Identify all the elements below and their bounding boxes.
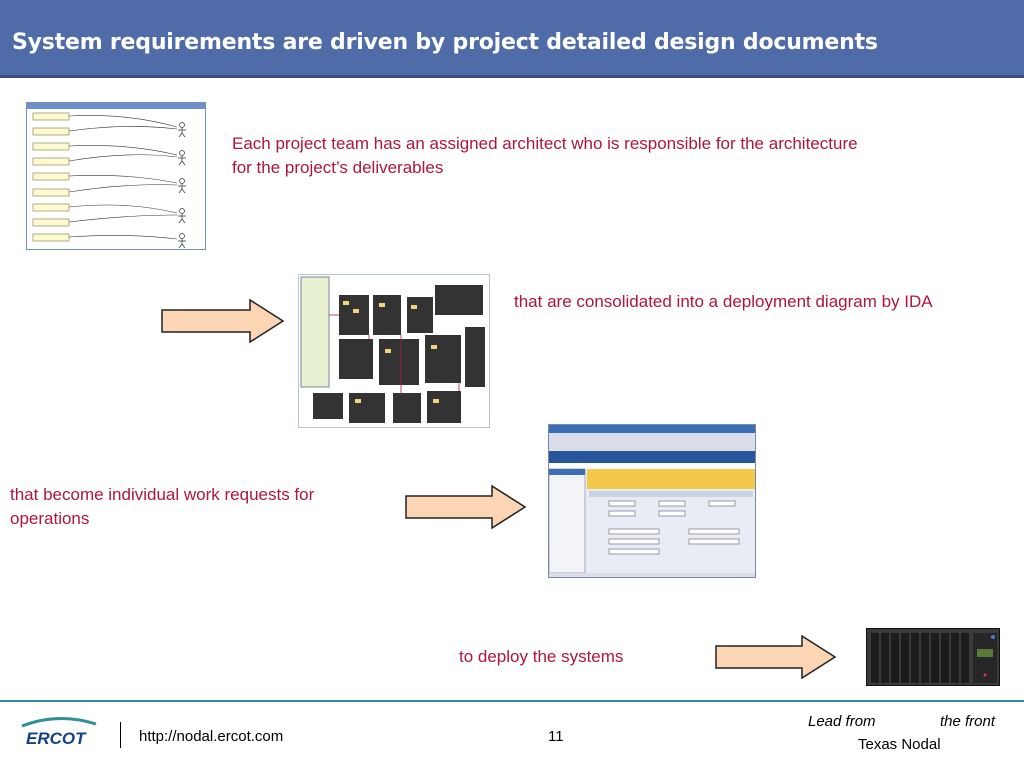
server-photo-thumbnail <box>866 628 1000 686</box>
step-2-arrow <box>161 298 285 344</box>
page-number: 11 <box>548 728 564 745</box>
footer-url[interactable]: http://nodal.ercot.com <box>139 728 284 745</box>
ercot-logo: ERCOT <box>21 716 97 748</box>
step-4-caption: to deploy the systems <box>459 647 624 666</box>
step-1-caption: Each project team has an assigned archit… <box>232 134 858 177</box>
step-3-arrow <box>405 484 527 530</box>
footer-rule <box>0 700 1024 702</box>
slide-title: System requirements are driven by projec… <box>12 30 878 55</box>
deployment-diagram-thumbnail <box>298 274 490 428</box>
step-4-arrow <box>715 634 837 680</box>
step-3-caption: that become individual work requests for… <box>10 485 315 528</box>
server-rack-image <box>867 629 999 685</box>
architect-diagram-thumbnail <box>26 102 206 250</box>
architect-diagram-image <box>27 103 205 249</box>
work-request-screenshot-thumbnail <box>548 424 756 578</box>
title-bar: System requirements are driven by projec… <box>0 0 1024 78</box>
tagline-right: the front <box>940 713 996 730</box>
deployment-diagram-image <box>300 276 485 423</box>
tagline-left: Lead from <box>808 713 876 730</box>
logo-text: ERCOT <box>26 729 87 748</box>
org-name: Texas Nodal <box>858 736 941 753</box>
footer-divider <box>120 722 121 748</box>
work-request-screenshot-image <box>549 425 755 577</box>
step-2-caption: that are consolidated into a deployment … <box>514 292 933 311</box>
